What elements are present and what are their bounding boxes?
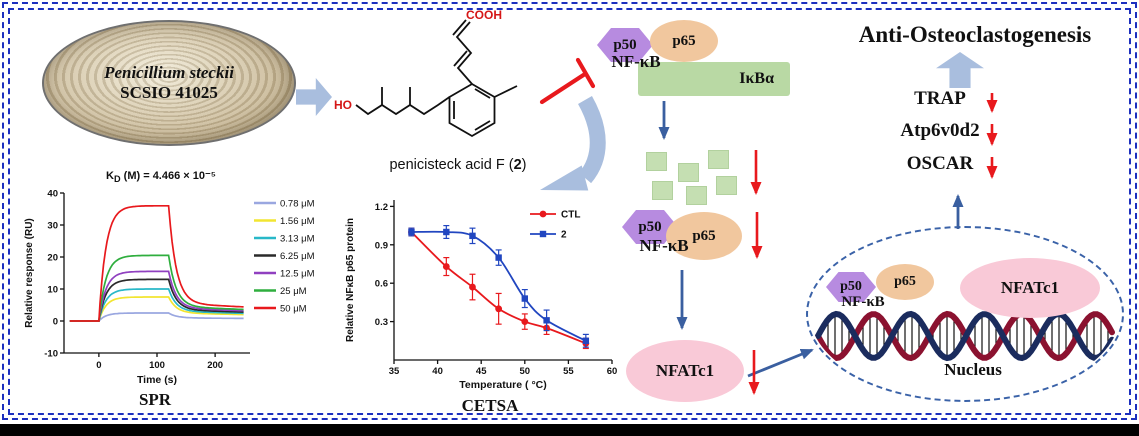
compound-number: 2 xyxy=(513,157,522,173)
svg-text:60: 60 xyxy=(607,366,618,377)
svg-text:0: 0 xyxy=(96,360,101,371)
compound-caption-close: ) xyxy=(521,157,527,173)
p65-subunit-nucleus: p65 xyxy=(876,264,934,300)
ikba-fragment xyxy=(646,152,667,171)
marker-atp6v0d2: Atp6v0d2 xyxy=(900,120,980,141)
spr-series-6 xyxy=(69,204,244,322)
ikba-fragment xyxy=(678,163,699,182)
spr-kd-title: KD (M) = 4.466 × 10⁻⁵ xyxy=(36,169,286,184)
svg-text:40: 40 xyxy=(47,189,58,200)
svg-text:0.3: 0.3 xyxy=(375,317,388,328)
nfkb-label-nucleus: NF-κB xyxy=(841,294,885,310)
arrow-markers-to-title-icon xyxy=(936,52,984,88)
svg-text:Relative response (RU): Relative response (RU) xyxy=(24,218,35,327)
svg-text:Temperature ( °C): Temperature ( °C) xyxy=(459,379,546,391)
svg-text:55: 55 xyxy=(563,366,574,377)
spr-series-0 xyxy=(69,312,244,322)
ikba-fragment xyxy=(652,181,673,200)
kd-sub: D xyxy=(113,174,121,185)
kd-value: (M) = 4.466 × 10⁻⁵ xyxy=(120,170,216,182)
svg-text:50 μM: 50 μM xyxy=(280,304,307,315)
nfatc1-cytoplasm: NFATc1 xyxy=(626,340,744,402)
spr-series-4 xyxy=(69,270,244,322)
svg-text:1.56 μM: 1.56 μM xyxy=(280,216,315,227)
svg-text:20: 20 xyxy=(47,253,58,264)
svg-text:Time (s): Time (s) xyxy=(137,374,177,386)
figure-title: Anti-Osteoclastogenesis xyxy=(858,22,1092,47)
svg-text:0.6: 0.6 xyxy=(375,279,388,290)
svg-text:35: 35 xyxy=(389,366,400,377)
nfkb-label-top: NF-κB xyxy=(611,52,661,71)
svg-text:0.78 μM: 0.78 μM xyxy=(280,199,315,210)
ikba-fragment xyxy=(686,186,707,205)
svg-text:6.25 μM: 6.25 μM xyxy=(280,251,315,262)
svg-text:Relative NFκB p65 protein: Relative NFκB p65 protein xyxy=(345,218,356,342)
svg-text:30: 30 xyxy=(47,221,58,232)
kd-k: K xyxy=(106,170,114,182)
p65-subunit-top: p65 xyxy=(650,20,718,62)
cetsa-series-CTL xyxy=(410,231,587,345)
spr-series-5 xyxy=(69,254,244,322)
marker-oscar: OSCAR xyxy=(906,153,974,174)
svg-text:25 μM: 25 μM xyxy=(280,286,307,297)
svg-text:40: 40 xyxy=(432,366,443,377)
svg-text:10: 10 xyxy=(47,285,58,296)
nucleus-label: Nucleus xyxy=(944,360,1002,379)
p65-subunit-mid: p65 xyxy=(666,212,742,260)
nfkb-label-mid: NF-κB xyxy=(639,236,689,255)
svg-text:2: 2 xyxy=(561,230,567,241)
cooh-label: COOH xyxy=(466,8,502,22)
marker-trap: TRAP xyxy=(914,88,966,109)
spr-series-1 xyxy=(69,296,244,322)
nucleus-membrane xyxy=(806,226,1124,402)
ikba-fragment xyxy=(708,150,729,169)
strain-name: Penicillium steckii xyxy=(104,63,234,82)
ho-label: HO xyxy=(334,98,352,112)
strain-id: SCSIO 41025 xyxy=(120,83,218,102)
svg-text:12.5 μM: 12.5 μM xyxy=(280,269,315,280)
bottom-bar xyxy=(0,424,1139,436)
compound-structure: HO COOH xyxy=(334,8,518,138)
spr-axes xyxy=(60,192,250,357)
arrow-strain-to-compound-icon xyxy=(296,78,332,116)
svg-text:200: 200 xyxy=(207,360,223,371)
svg-text:45: 45 xyxy=(476,366,487,377)
cetsa-caption: CETSA xyxy=(461,396,519,415)
svg-text:3.13 μM: 3.13 μM xyxy=(280,234,315,245)
svg-text:0.9: 0.9 xyxy=(375,240,388,251)
bond-skeleton xyxy=(355,19,518,138)
petri-dish-photo: Penicillium steckii SCSIO 41025 xyxy=(42,20,296,146)
cetsa-axes xyxy=(390,200,613,364)
svg-text:CTL: CTL xyxy=(561,210,580,221)
svg-text:50: 50 xyxy=(520,366,531,377)
compound-caption-text: penicisteck acid F ( xyxy=(389,157,514,173)
svg-text:1.2: 1.2 xyxy=(375,202,388,213)
svg-text:-10: -10 xyxy=(44,349,58,360)
ikba-subunit: IκBα xyxy=(638,62,790,96)
arrow-nfatc1-to-nucleus xyxy=(747,348,814,378)
compound-caption: penicisteck acid F (2) xyxy=(348,157,568,173)
ikba-fragment xyxy=(716,176,737,195)
spr-series-2 xyxy=(69,288,244,322)
nfatc1-nucleus: NFATc1 xyxy=(960,258,1100,318)
curved-block-arrow xyxy=(577,96,606,184)
spr-caption: SPR xyxy=(138,390,172,409)
svg-text:0: 0 xyxy=(53,317,58,328)
svg-text:100: 100 xyxy=(149,360,165,371)
spr-series-3 xyxy=(69,278,244,322)
